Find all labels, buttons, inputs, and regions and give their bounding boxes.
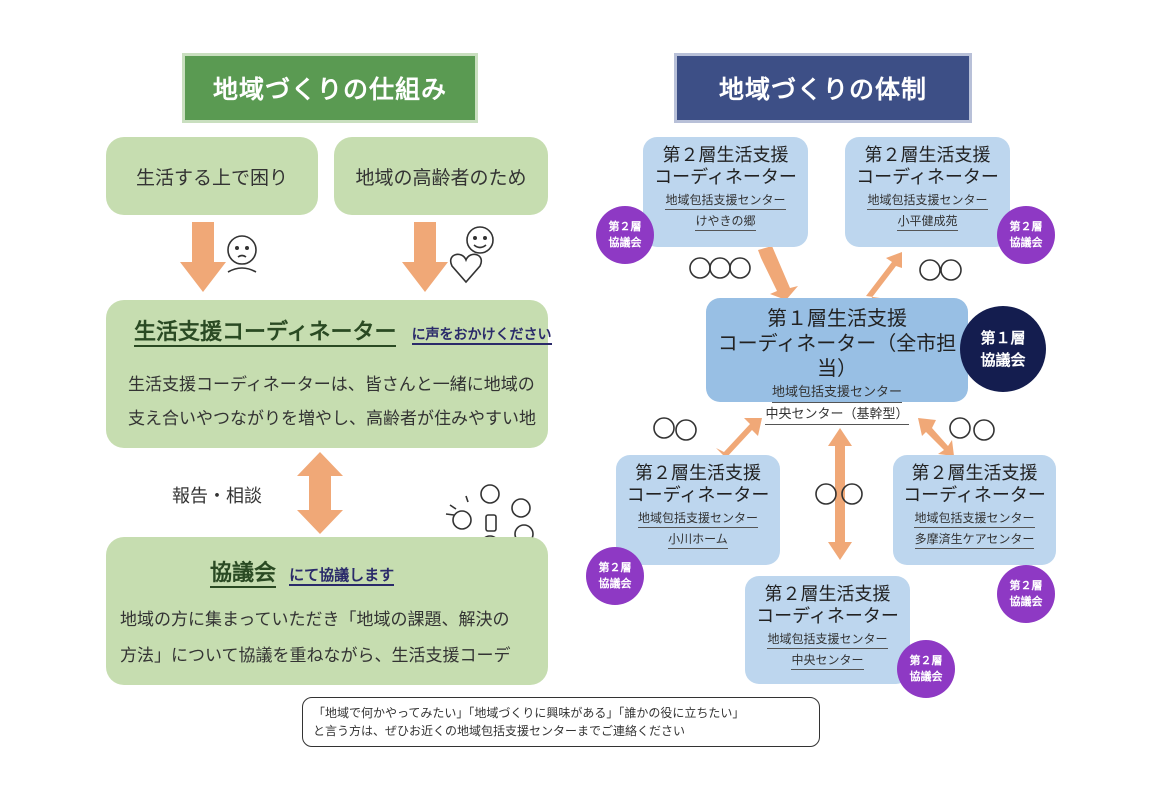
l2-line2: コーディネーター bbox=[654, 167, 797, 188]
right-connector-arrows bbox=[716, 246, 954, 560]
l2-council-badge-keyaki: 第２層協議会 bbox=[596, 206, 654, 264]
heart-person-icon bbox=[449, 226, 494, 284]
worried-person-icon bbox=[227, 235, 257, 273]
elderly-text: 地域の高齢者のため bbox=[355, 166, 527, 189]
coordinator-box: 生活支援コーディネーター に声をおかけください 生活支援コーディネーターは、皆さ… bbox=[106, 300, 552, 448]
council-title: 協議会 bbox=[210, 561, 277, 588]
l1-site: 中央センター（基幹型） bbox=[765, 406, 909, 425]
left-banner: 地域づくりの仕組み bbox=[182, 53, 478, 123]
site-kodaira: 小平健成苑 bbox=[897, 212, 958, 231]
report-arrow bbox=[297, 452, 343, 534]
l1-council-badge: 第１層協議会 bbox=[960, 306, 1046, 392]
council-desc-2: 方法」について協議を重ねながら、生活支援コーデ bbox=[120, 646, 511, 666]
site-tama: 多摩済生ケアセンター bbox=[914, 530, 1035, 549]
site-chuo: 中央センター bbox=[791, 651, 864, 670]
l2-council-badge-chuo: 第２層協議会 bbox=[897, 640, 955, 698]
site-ogawa: 小川ホーム bbox=[668, 530, 728, 549]
coordinator-desc-1: 生活支援コーディネーターは、皆さんと一緒に地域の bbox=[128, 375, 535, 395]
people-icon-1 bbox=[689, 257, 751, 279]
council-box: 協議会 にて協議します 地域の方に集まっていただき「地域の課題、解決の 方法」に… bbox=[106, 537, 548, 685]
coordinator-title: 生活支援コーディネーター bbox=[134, 320, 397, 347]
l1-line1: 第１層生活支援 bbox=[767, 306, 907, 330]
right-banner: 地域づくりの体制 bbox=[674, 53, 972, 123]
l2-org: 地域包括支援センター bbox=[665, 191, 786, 210]
people-icon-4 bbox=[949, 417, 995, 441]
l2-coordinator-kodaira: 第２層生活支援 コーディネーター 地域包括支援センター 小平健成苑 bbox=[845, 137, 1010, 247]
trouble-text: 生活する上で困り bbox=[135, 166, 288, 189]
down-arrow-right bbox=[402, 222, 448, 292]
l2-coordinator-chuo: 第２層生活支援 コーディネーター 地域包括支援センター 中央センター bbox=[745, 576, 910, 684]
l2-coordinator-ogawa: 第２層生活支援 コーディネーター 地域包括支援センター 小川ホーム bbox=[616, 455, 780, 565]
l2-line1: 第２層生活支援 bbox=[662, 145, 789, 166]
elderly-box: 地域の高齢者のため bbox=[334, 137, 548, 215]
down-arrow-left bbox=[180, 222, 226, 292]
l2-coordinator-tama: 第２層生活支援 コーディネーター 地域包括支援センター 多摩済生ケアセンター bbox=[893, 455, 1056, 565]
site-keyaki: けやきの郷 bbox=[695, 212, 756, 231]
contact-note: 「地域で何かやってみたい」「地域づくりに興味がある」「誰かの役に立ちたい」 と言… bbox=[302, 697, 820, 747]
l1-org: 地域包括支援センター bbox=[771, 384, 902, 403]
report-label: 報告・相談 bbox=[172, 486, 262, 507]
council-desc-1: 地域の方に集まっていただき「地域の課題、解決の bbox=[120, 610, 510, 630]
note-line-2: と言う方は、ぜひお近くの地域包括支援センターまでご連絡ください bbox=[313, 724, 686, 738]
council-action: にて協議します bbox=[289, 566, 395, 586]
l1-coordinator: 第１層生活支援 コーディネーター（全市担当） 地域包括支援センター 中央センター… bbox=[706, 298, 968, 425]
l2-council-badge-kodaira: 第２層協議会 bbox=[997, 206, 1055, 264]
trouble-box: 生活する上で困り bbox=[106, 137, 318, 215]
l2-coordinator-keyaki: 第２層生活支援 コーディネーター 地域包括支援センター けやきの郷 bbox=[643, 137, 808, 247]
people-icon-2 bbox=[919, 259, 962, 281]
coordinator-desc-2: 支え合いやつながりを増やし、高齢者が住みやすい地 bbox=[128, 409, 536, 429]
people-icon-3 bbox=[653, 417, 697, 441]
l2-council-badge-tama: 第２層協議会 bbox=[997, 565, 1055, 623]
l1-line2: コーディネーター（全市担当） bbox=[717, 331, 957, 380]
coordinator-call: に声をおかけください bbox=[411, 327, 552, 345]
people-icon-5 bbox=[815, 483, 863, 505]
note-line-1: 「地域で何かやってみたい」「地域づくりに興味がある」「誰かの役に立ちたい」 bbox=[313, 706, 745, 720]
l2-council-badge-ogawa: 第２層協議会 bbox=[586, 547, 644, 605]
